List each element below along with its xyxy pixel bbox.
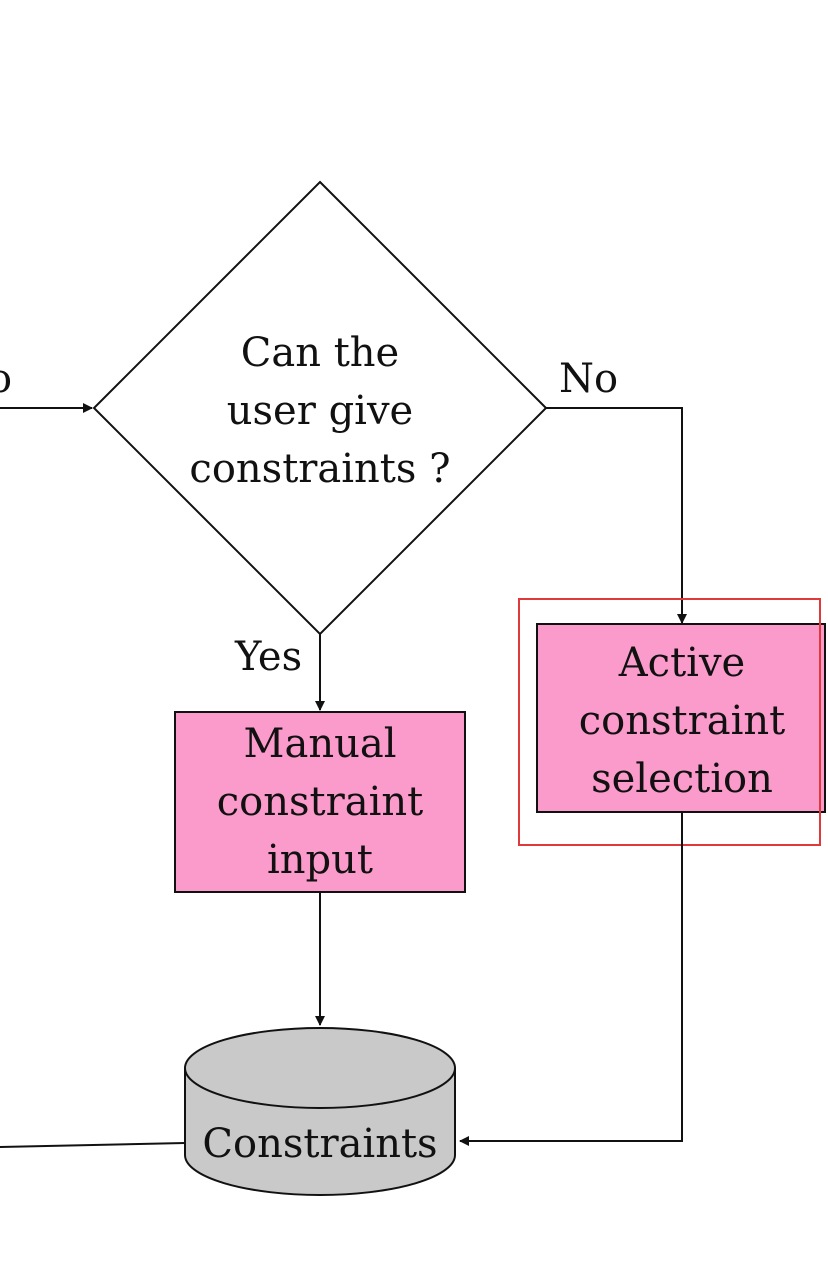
manual-box-line-3: input <box>267 837 373 883</box>
no-label: No <box>559 356 618 402</box>
constraints-database <box>184 1027 456 1196</box>
selection-highlight <box>518 598 821 846</box>
database-top <box>184 1027 456 1109</box>
yes-label: Yes <box>234 634 302 680</box>
active-to-database-arrow <box>459 812 683 1146</box>
manual-box-line-1: Manual <box>244 721 397 767</box>
database-label: Constraints <box>202 1121 437 1167</box>
no-branch-arrow <box>546 407 687 624</box>
decision-line-3: constraints ? <box>189 446 450 492</box>
database-outgoing-edge <box>0 1142 186 1148</box>
active-box-line-3: selection <box>591 756 773 802</box>
active-box-line-1: Active <box>618 640 745 686</box>
active-constraint-box <box>536 623 826 813</box>
active-box-line-2: constraint <box>579 698 785 744</box>
manual-box-line-2: constraint <box>217 779 423 825</box>
decision-line-1: Can the <box>241 330 399 376</box>
decision-line-2: user give <box>227 388 413 434</box>
manual-constraint-box <box>174 711 466 893</box>
incoming-edge-label: o <box>0 356 12 402</box>
